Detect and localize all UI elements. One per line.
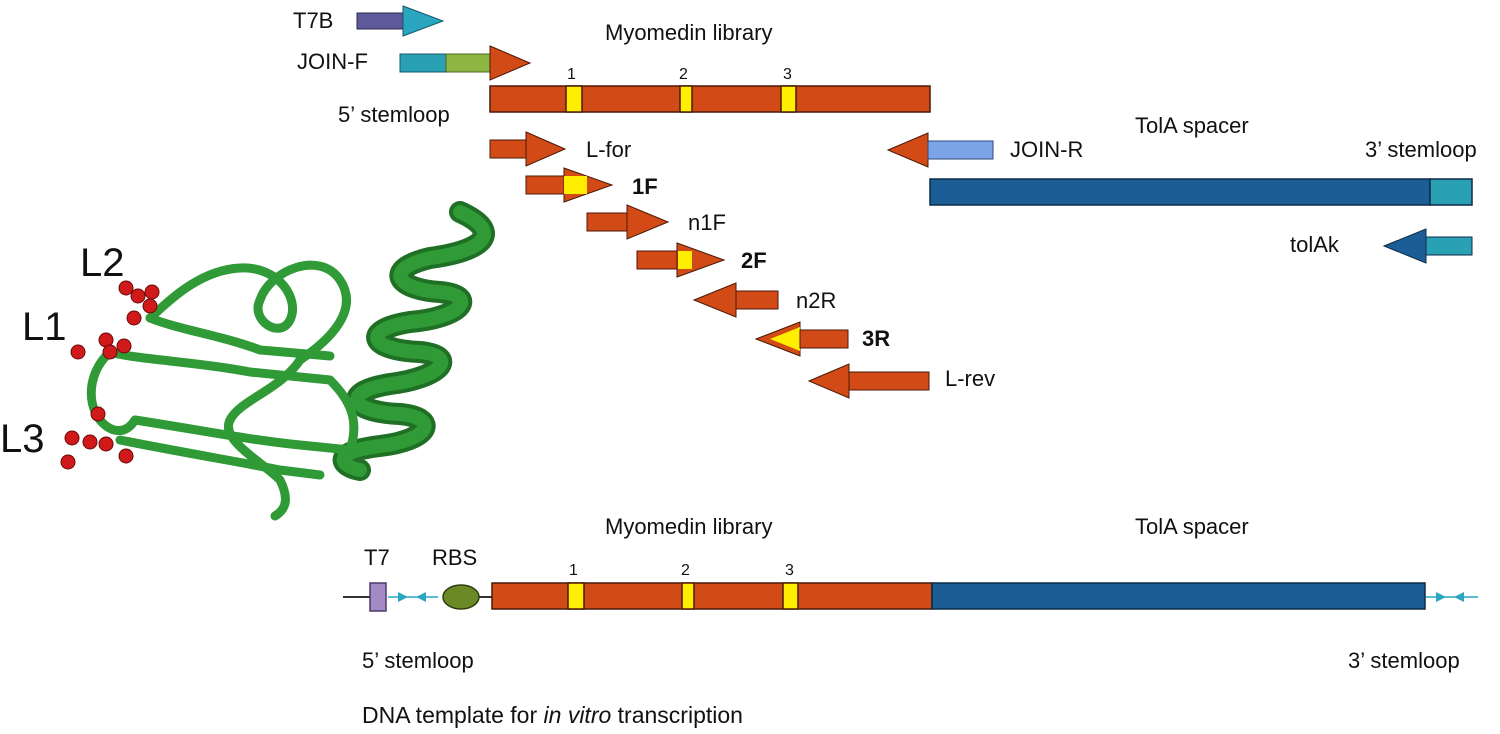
l-rev-primer-body	[848, 371, 930, 391]
bottom-construct: Myomedin library TolA spacer T7 RBS 1 2 …	[343, 514, 1478, 728]
t7b-primer-head	[402, 5, 445, 37]
loop-label-l2: L2	[80, 241, 125, 285]
tolak-primer-body	[1425, 236, 1473, 256]
stemloop-3-arrow-left	[1454, 592, 1464, 602]
l-for-primer-head	[525, 131, 567, 167]
t7b-label: T7B	[293, 8, 333, 33]
bottom-spacer-title: TolA spacer	[1135, 514, 1249, 539]
top-stemloop-3-box	[1429, 178, 1473, 206]
protein-structure-illustration: L2 L1 L3	[0, 201, 495, 521]
3r-primer-body	[799, 329, 849, 349]
loop-label-l1: L1	[22, 305, 67, 349]
top-construct: Myomedin library TolA spacer 5’ stemloop…	[338, 20, 1477, 206]
l-for-label: L-for	[586, 137, 631, 162]
join-r-primer-head	[886, 132, 929, 168]
tolak-label: tolAk	[1290, 232, 1340, 257]
top-loop-number-3: 3	[783, 66, 792, 83]
bottom-loop-number-1: 1	[569, 562, 578, 579]
3r-loop-marker	[770, 327, 800, 351]
caption-italic: in vitro	[544, 702, 612, 728]
protein-strands	[86, 260, 359, 521]
top-spacer-title: TolA spacer	[1135, 113, 1249, 138]
loop-label-l3: L3	[0, 417, 45, 461]
caption: DNA template for in vitro transcription	[362, 702, 743, 728]
join-f-primer-head	[489, 45, 532, 81]
stemloop-3-arrow-right	[1436, 592, 1446, 602]
bottom-loop-marker-3	[782, 582, 799, 610]
t7-promoter-box	[369, 582, 387, 612]
2f-loop-marker	[678, 251, 692, 269]
top-loop-marker-2	[679, 85, 693, 113]
t7b-primer-body	[356, 12, 404, 30]
top-library-bar	[489, 85, 931, 113]
bottom-loop-marker-1	[567, 582, 585, 610]
n2r-label: n2R	[796, 288, 836, 313]
primers: T7B JOIN-F L-for JOIN-R 1F n1F 2F n2R	[293, 5, 1473, 399]
bottom-library-title: Myomedin library	[605, 514, 773, 539]
join-r-primer-body	[927, 140, 994, 160]
rbs-ellipse	[442, 584, 480, 610]
top-library-title: Myomedin library	[605, 20, 773, 45]
caption-prefix: DNA template for	[362, 702, 544, 728]
stemloop-5-arrow-left	[416, 592, 426, 602]
top-stemloop-3-label: 3’ stemloop	[1365, 137, 1477, 162]
2f-label: 2F	[741, 248, 767, 273]
n1f-primer-head	[626, 204, 670, 240]
bottom-spacer-bar	[931, 582, 1426, 610]
join-f-label: JOIN-F	[297, 49, 368, 74]
loop-atoms-l1	[70, 332, 132, 360]
t7-label: T7	[364, 545, 390, 570]
top-spacer-bar	[929, 178, 1431, 206]
rbs-label: RBS	[432, 545, 477, 570]
bottom-loop-marker-2	[681, 582, 695, 610]
3r-label: 3R	[862, 326, 890, 351]
tolak-primer-head	[1382, 228, 1427, 264]
top-loop-marker-1	[565, 85, 583, 113]
top-loop-number-1: 1	[567, 66, 576, 83]
stemloop-5-arrow-right	[398, 592, 408, 602]
1f-label: 1F	[632, 174, 658, 199]
bottom-loop-number-2: 2	[681, 562, 690, 579]
bottom-loop-number-3: 3	[785, 562, 794, 579]
l-rev-label: L-rev	[945, 366, 995, 391]
bottom-stemloop-3-label: 3’ stemloop	[1348, 648, 1460, 673]
caption-suffix: transcription	[611, 702, 743, 728]
2f-primer-body	[636, 250, 678, 270]
top-loop-number-2: 2	[679, 66, 688, 83]
n2r-primer-body	[735, 290, 779, 310]
bottom-stemloop-5-label: 5’ stemloop	[362, 648, 474, 673]
l-rev-primer-head	[807, 363, 850, 399]
join-r-label: JOIN-R	[1010, 137, 1083, 162]
top-loop-marker-3	[780, 85, 797, 113]
loop-atoms-l3	[60, 406, 134, 470]
join-f-stemloop-part	[399, 53, 447, 73]
1f-loop-marker	[564, 176, 587, 194]
n1f-primer-body	[586, 212, 628, 232]
n1f-label: n1F	[688, 210, 726, 235]
l-for-primer-body	[489, 139, 527, 159]
bottom-library-bar	[491, 582, 933, 610]
n2r-primer-head	[692, 282, 737, 318]
protein-helix	[332, 201, 495, 481]
join-f-green-part	[445, 53, 491, 73]
top-stemloop-5-label: 5’ stemloop	[338, 102, 450, 127]
1f-primer-body	[525, 175, 565, 195]
loop-atoms-l2	[118, 280, 160, 326]
